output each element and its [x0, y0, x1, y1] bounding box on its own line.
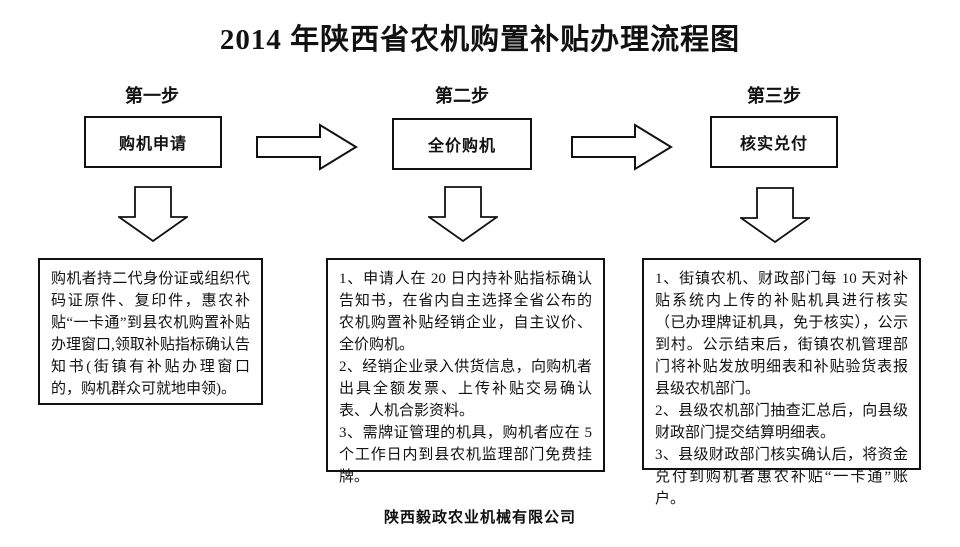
step-1-label: 第一步 [125, 86, 179, 106]
step-3-box-label: 核实兑付 [739, 136, 808, 153]
down-arrow-icon [118, 186, 188, 242]
step-2-box-label: 全价购机 [427, 138, 496, 155]
right-arrow-icon [571, 122, 673, 172]
step-3-label: 第三步 [747, 86, 801, 106]
step-2-label: 第二步 [435, 86, 489, 106]
step-1-detail-box: 购机者持二代身份证或组织代码证原件、复印件，惠农补贴“一卡通”到县农机购置补贴办… [38, 258, 263, 405]
down-arrow-icon [740, 187, 810, 243]
step-3-detail-box: 1、街镇农机、财政部门每 10 天对补贴系统内上传的补贴机具进行核实（已办理牌证… [642, 258, 921, 507]
company-name: 陕西毅政农业机械有限公司 [383, 509, 576, 526]
step-3-box: 核实兑付 [710, 116, 838, 168]
right-arrow-icon [256, 122, 358, 172]
page-title: 2014 年陕西省农机购置补贴办理流程图 [219, 24, 741, 56]
down-arrow-icon [428, 186, 498, 242]
step-1-box: 购机申请 [84, 116, 222, 168]
step-1-box-label: 购机申请 [118, 136, 187, 153]
step-2-detail-box: 1、申请人在 20 日内持补贴指标确认告知书，在省内自主选择全省公布的农机购置补… [326, 258, 605, 485]
step-2-box: 全价购机 [392, 118, 532, 170]
